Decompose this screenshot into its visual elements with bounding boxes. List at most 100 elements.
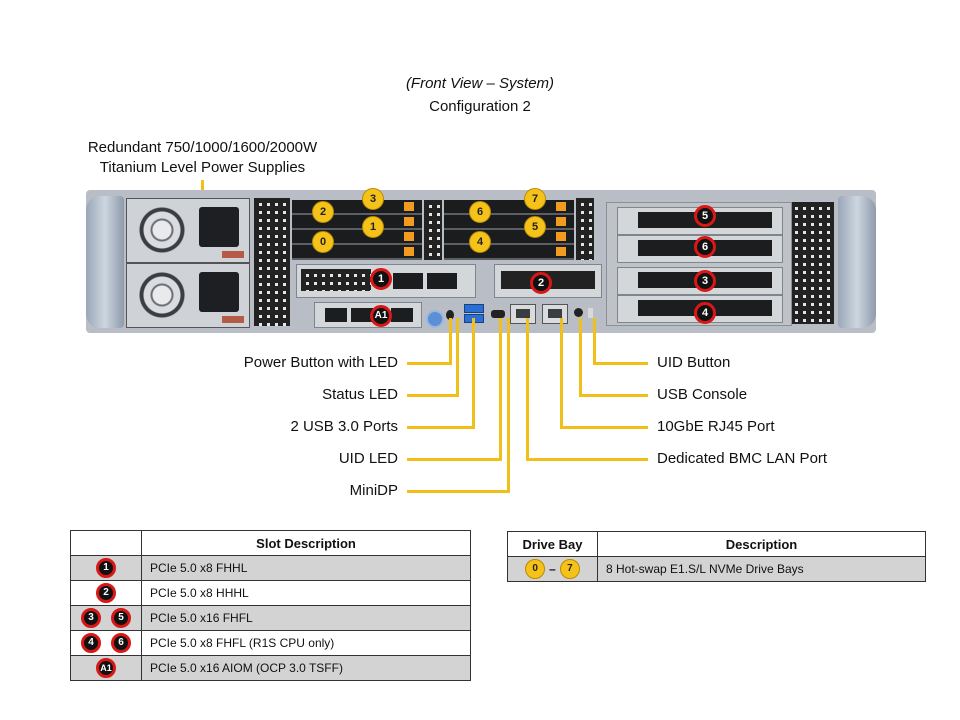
slot-badge-3: 3 [81,608,101,628]
callout-uid-button: UID Button [657,354,731,371]
power-supply-1 [126,198,250,263]
slot-description: PCIe 5.0 x16 FHFL [141,605,471,631]
config-title: Configuration 2 [429,98,531,115]
drive-latch [404,232,414,241]
pcie-badge-4: 4 [694,302,716,324]
drive-latch [404,217,414,226]
vent-grill [254,198,290,326]
left-rack-handle [86,196,124,328]
aiom-slot-a1[interactable] [314,302,422,328]
drive-badge-4: 4 [469,231,491,253]
callout-line-minidp [507,318,510,492]
psu-latch[interactable] [222,316,244,323]
callout-line-uidled-h [407,458,502,461]
table-header-row: Slot Description [70,530,471,556]
callout-line-usb-h [407,426,475,429]
callout-line-uidled [499,318,502,460]
vent-grill [790,202,834,324]
slot-description: PCIe 5.0 x8 HHHL [141,580,471,606]
drive-latch [556,202,566,211]
callout-line-minidp-h [407,490,510,493]
pcie-badge-a1: A1 [370,305,392,327]
table-header-drive-bay: Drive Bay [507,531,598,557]
table-header-slot [70,530,142,556]
drive-badge-3: 3 [362,188,384,210]
table-header-description: Description [597,531,926,557]
right-rack-handle [838,196,876,328]
usb-console-port[interactable] [574,308,583,317]
drive-bay-4[interactable] [444,245,574,260]
slot-description-table: Slot Description 1 PCIe 5.0 x8 FHHL 2 PC… [70,530,471,681]
callout-line-power-h [407,362,452,365]
psu-label: Redundant 750/1000/1600/2000W Titanium L… [60,138,345,178]
view-title: (Front View – System) [405,75,555,92]
server-chassis: 0 1 2 3 4 5 6 7 1 2 A1 5 6 3 4 [86,188,876,333]
slot-description: PCIe 5.0 x8 FHFL (R1S CPU only) [141,630,471,656]
qsfp-port[interactable] [393,273,423,289]
callout-10gbe-port: 10GbE RJ45 Port [657,418,775,435]
drive-description: 8 Hot-swap E1.S/L NVMe Drive Bays [597,556,926,582]
minidp-port[interactable] [491,310,505,318]
drive-bay-5[interactable] [444,230,574,245]
drive-latch [556,232,566,241]
callout-line-usbconsole-h [579,394,648,397]
qsfp-port[interactable] [427,273,457,289]
callout-bmc-lan-port: Dedicated BMC LAN Port [657,450,828,467]
drive-latch [556,247,566,256]
psu-label-line1: Redundant 750/1000/1600/2000W [87,139,318,156]
table-row: 2 PCIe 5.0 x8 HHHL [70,580,471,606]
table-row: 1 PCIe 5.0 x8 FHHL [70,555,471,581]
bmc-lan-port[interactable] [510,304,536,324]
callout-line-10gbe-h [560,426,648,429]
psu-latch[interactable] [222,251,244,258]
pcie-badge-6: 6 [694,236,716,258]
drive-badge-2: 2 [312,201,334,223]
power-button[interactable] [446,310,454,320]
callout-minidp: MiniDP [349,482,398,499]
slot-description: PCIe 5.0 x8 FHHL [141,555,471,581]
power-socket-icon [199,272,239,312]
callout-line-power [449,318,452,364]
callout-line-10gbe [560,318,563,428]
rj45-port[interactable] [351,308,373,322]
vent-grill [424,200,442,260]
drive-badge-0: 0 [312,231,334,253]
psu-fan-icon [135,268,189,322]
drive-bay-6[interactable] [444,215,574,230]
slot-badge-2: 2 [96,583,116,603]
table-row: 0–7 8 Hot-swap E1.S/L NVMe Drive Bays [507,556,926,582]
power-supply-2 [126,263,250,328]
drive-latch [404,247,414,256]
range-dash: – [549,562,556,576]
callout-line-status-h [407,394,459,397]
drive-latch [556,217,566,226]
drive-cage-right [444,200,574,260]
table-header-description: Slot Description [141,530,471,556]
drive-badge-7: 7 [524,188,546,210]
usb-port-1[interactable] [464,304,484,313]
slot-badge-1: 1 [96,558,116,578]
slot-icons: 1 [70,555,142,581]
slot-badge-5: 5 [111,608,131,628]
rj45-port[interactable] [325,308,347,322]
pcie-badge-3: 3 [694,270,716,292]
rj45-port[interactable] [391,308,413,322]
slot-icons: 2 [70,580,142,606]
drive-bay-0[interactable] [292,245,422,260]
uid-button[interactable] [588,308,593,318]
callout-usb-console: USB Console [657,386,748,403]
psu-label-line2: Titanium Level Power Supplies [99,159,306,176]
drive-badge-5: 5 [524,216,546,238]
rj45-10gbe-port[interactable] [542,304,568,324]
slot-badge-4: 4 [81,633,101,653]
table-header-row: Drive Bay Description [507,531,926,557]
vent-grill [576,198,594,260]
pcie-badge-5: 5 [694,205,716,227]
drive-bay-7[interactable] [444,200,574,215]
slot-description: PCIe 5.0 x16 AIOM (OCP 3.0 TSFF) [141,655,471,681]
psu-fan-icon [135,203,189,257]
drive-range: 0–7 [507,556,598,582]
drive-bay-2[interactable] [292,215,422,230]
